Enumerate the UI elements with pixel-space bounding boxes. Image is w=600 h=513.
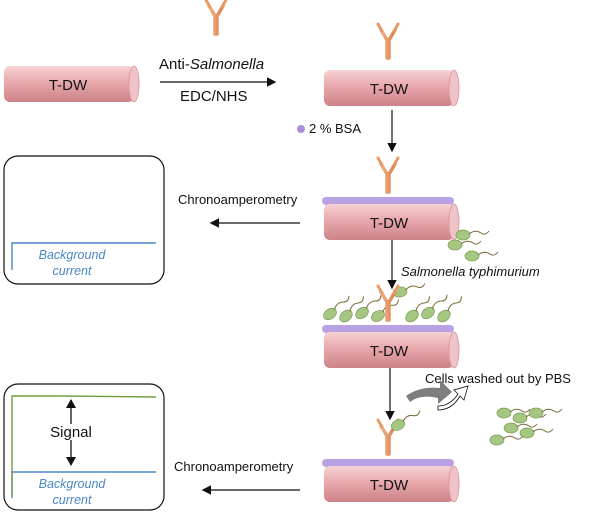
bacteria-captured (320, 282, 468, 325)
plot-background-box (3, 155, 165, 285)
plot1-line1: Background (39, 248, 107, 262)
bacteria-washed (489, 407, 563, 446)
signal-trace (11, 395, 157, 496)
step3-label: Salmonella typhimurium (401, 264, 540, 279)
plot1-line2: current (53, 264, 92, 278)
step2-label: 2 % BSA (309, 121, 361, 136)
bsa-layer-2 (322, 325, 454, 333)
step4-label: Cells washed out by PBS (425, 371, 571, 386)
bacterium-bound (389, 408, 425, 433)
wash-curl-arrow (406, 380, 452, 404)
tube-label: T-DW (370, 477, 409, 494)
antibody-on-tube-2 (376, 156, 400, 194)
measure-label-1: Chronoamperometry (178, 192, 298, 207)
signal-label: Signal (50, 424, 92, 441)
bsa-layer-1 (322, 197, 454, 205)
step1-label: Anti-Salmonella (159, 56, 264, 73)
bsa-icon (297, 125, 305, 133)
tube-label: T-DW (370, 343, 409, 360)
tube-label: T-DW (370, 81, 409, 98)
tube-label: T-DW (49, 77, 88, 94)
signal-arrow-down (66, 457, 76, 466)
signal-arrow-up (66, 399, 76, 408)
step1-reagent: EDC/NHS (180, 88, 248, 105)
measure-label-2: Chronoamperometry (174, 459, 294, 474)
antibody-free (204, 0, 228, 36)
antibody-on-tube-1 (376, 22, 400, 60)
baseline-trace-1 (11, 242, 156, 270)
tube-label: T-DW (370, 215, 409, 232)
wash-outflow-arrow (437, 385, 469, 411)
plot2-line1: Background (39, 477, 107, 491)
signal-label-bg (44, 424, 98, 440)
bsa-layer-3 (322, 459, 454, 467)
plot-signal-box (3, 383, 165, 511)
plot2-line2: current (53, 493, 92, 507)
